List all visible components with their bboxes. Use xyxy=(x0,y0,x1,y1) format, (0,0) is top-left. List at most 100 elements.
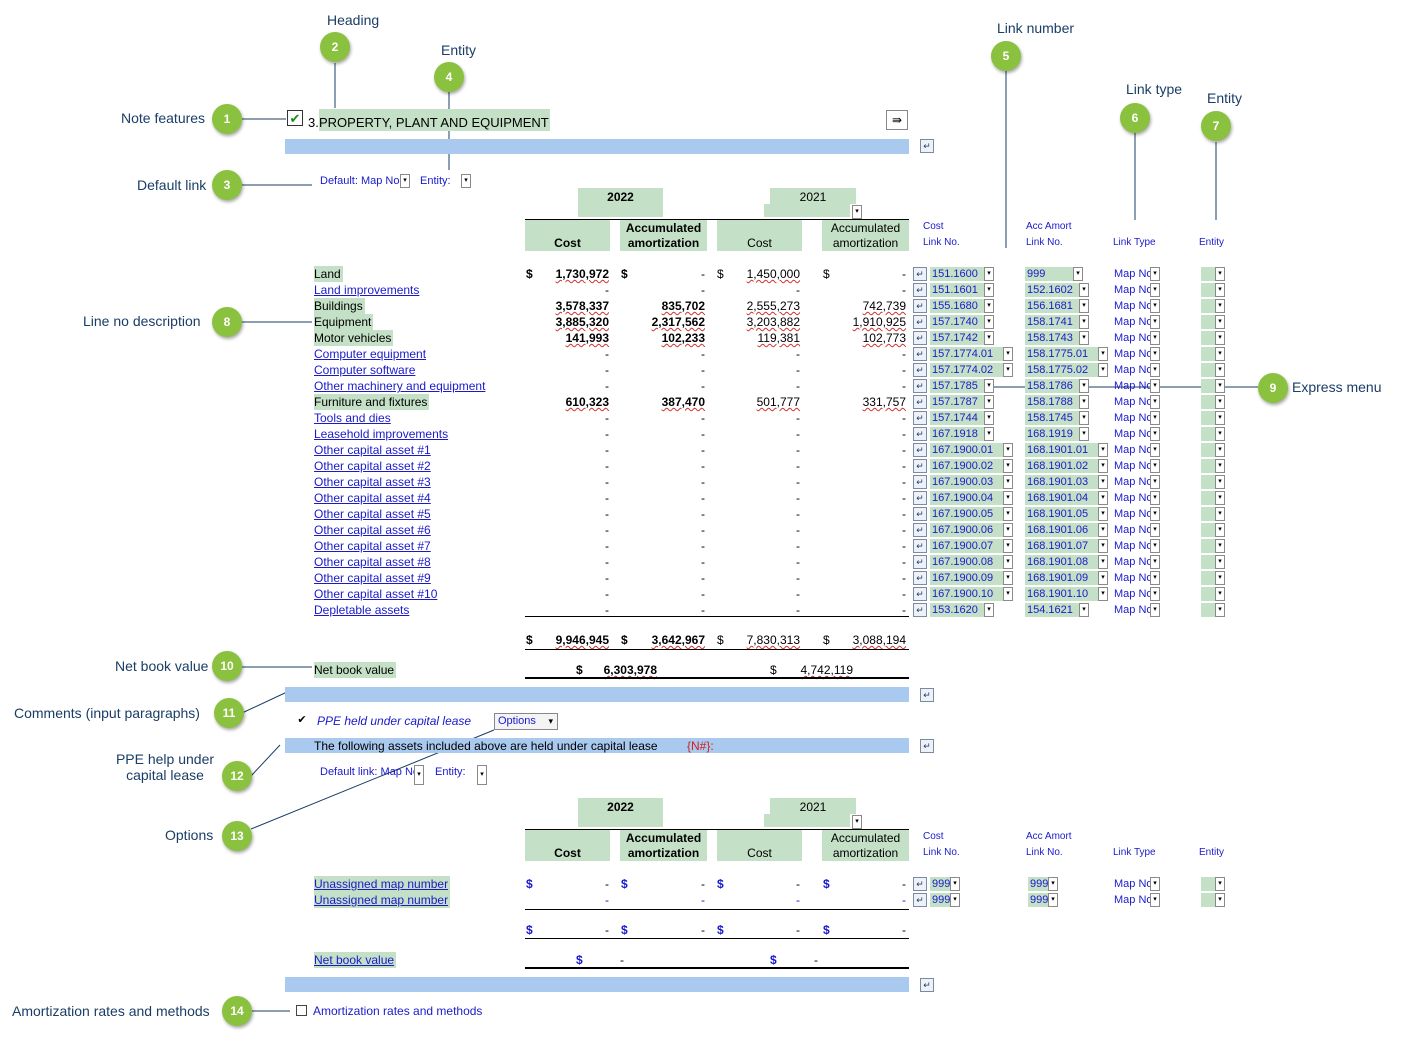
cost-link-dropdown[interactable]: 167.1900.10▾ xyxy=(930,587,1013,601)
cost-link-dropdown[interactable]: 167.1900.06▾ xyxy=(930,523,1013,537)
link-button[interactable]: ↵ xyxy=(913,555,927,569)
acc-link-dropdown[interactable]: 158.1775.02▾ xyxy=(1025,363,1108,377)
entity-dropdown[interactable]: ▾ xyxy=(1201,299,1225,313)
entity-dropdown[interactable]: ▾ xyxy=(1201,571,1225,585)
link-button[interactable]: ↵ xyxy=(913,571,927,585)
link-button[interactable]: ↵ xyxy=(913,283,927,297)
amount-cell[interactable]: - xyxy=(701,347,705,361)
link-type-dropdown[interactable]: Map No▾ xyxy=(1112,877,1160,891)
amount-cell[interactable]: - xyxy=(796,411,800,425)
amount-cell[interactable]: 1,730,972 xyxy=(555,267,609,281)
link-type-dropdown[interactable]: Map No▾ xyxy=(1112,267,1160,281)
acc-link-dropdown[interactable]: 158.1775.01▾ xyxy=(1025,347,1108,361)
amount-cell[interactable]: - xyxy=(605,347,609,361)
entity-dropdown[interactable]: ▾ xyxy=(1201,877,1225,891)
line-description[interactable]: Other capital asset #5 xyxy=(314,507,431,521)
line-description[interactable]: Other capital asset #4 xyxy=(314,491,431,505)
amount-cell[interactable]: - xyxy=(902,555,906,569)
amount-cell[interactable]: - xyxy=(902,427,906,441)
acc-link-dropdown[interactable]: 999▾ xyxy=(1028,877,1058,891)
amount-cell[interactable]: 2,317,562 xyxy=(651,315,705,329)
link-button[interactable]: ↵ xyxy=(920,978,934,992)
cost-link-dropdown[interactable]: 155.1680▾ xyxy=(930,299,994,313)
link-button[interactable]: ↵ xyxy=(913,267,927,281)
link-type-dropdown[interactable]: Map No▾ xyxy=(1112,475,1160,489)
amount-cell[interactable]: - xyxy=(605,427,609,441)
amount-cell[interactable]: - xyxy=(701,427,705,441)
entity-dropdown[interactable]: ▾ xyxy=(1201,331,1225,345)
amount-cell[interactable]: - xyxy=(701,587,705,601)
amount-cell[interactable]: 387,470 xyxy=(661,395,705,409)
cost-link-dropdown[interactable]: 167.1900.09▾ xyxy=(930,571,1013,585)
cost-link-dropdown[interactable]: 167.1900.03▾ xyxy=(930,475,1013,489)
acc-link-dropdown[interactable]: 168.1919▾ xyxy=(1025,427,1089,441)
entity-dropdown[interactable]: ▾ xyxy=(1201,555,1225,569)
cost-link-dropdown[interactable]: 167.1900.01▾ xyxy=(930,443,1013,457)
amount-cell[interactable]: - xyxy=(796,443,800,457)
amount-cell[interactable]: - xyxy=(701,411,705,425)
cost-link-dropdown[interactable]: 167.1900.05▾ xyxy=(930,507,1013,521)
cost-link-dropdown[interactable]: 157.1740▾ xyxy=(930,315,994,329)
line-description[interactable]: Tools and dies xyxy=(314,411,391,425)
amount-cell[interactable]: - xyxy=(701,523,705,537)
amount-cell[interactable]: - xyxy=(701,571,705,585)
amount-cell[interactable]: - xyxy=(605,539,609,553)
acc-link-dropdown[interactable]: 999▾ xyxy=(1025,267,1083,281)
link-type-dropdown[interactable]: Map No▾ xyxy=(1112,427,1160,441)
express-icon[interactable]: ⇛ xyxy=(886,110,908,130)
link-type-dropdown[interactable]: Map No▾ xyxy=(1112,395,1160,409)
link-button[interactable]: ↵ xyxy=(920,688,934,702)
entity-dropdown[interactable]: ▾ xyxy=(1201,315,1225,329)
acc-link-dropdown[interactable]: 168.1901.01▾ xyxy=(1025,443,1108,457)
acc-link-dropdown[interactable]: 168.1901.09▾ xyxy=(1025,571,1108,585)
link-type-dropdown[interactable]: Map No▾ xyxy=(1112,893,1160,907)
amount-cell[interactable]: - xyxy=(902,603,906,617)
cost-link-dropdown[interactable]: 157.1742▾ xyxy=(930,331,994,345)
lease-line-description[interactable]: Unassigned map number xyxy=(314,876,451,892)
link-type-dropdown[interactable]: Map No▾ xyxy=(1112,491,1160,505)
link-type-dropdown[interactable]: Map No▾ xyxy=(1112,587,1160,601)
line-description[interactable]: Other capital asset #3 xyxy=(314,475,431,489)
line-description[interactable]: Other capital asset #10 xyxy=(314,587,438,601)
cost-link-dropdown[interactable]: 167.1900.08▾ xyxy=(930,555,1013,569)
amount-cell[interactable]: - xyxy=(902,443,906,457)
amount-cell[interactable]: - xyxy=(605,411,609,425)
cost-link-dropdown[interactable]: 157.1785▾ xyxy=(930,379,994,393)
amount-cell[interactable]: - xyxy=(796,587,800,601)
amount-cell[interactable]: - xyxy=(605,603,609,617)
link-type-dropdown[interactable]: Map No▾ xyxy=(1112,539,1160,553)
amount-cell[interactable]: - xyxy=(701,459,705,473)
link-button[interactable]: ↵ xyxy=(913,411,927,425)
amount-cell[interactable]: - xyxy=(701,363,705,377)
options-button[interactable]: Options▾ xyxy=(494,713,558,730)
link-button[interactable]: ↵ xyxy=(913,363,927,377)
link-type-dropdown[interactable]: Map No▾ xyxy=(1112,299,1160,313)
amount-cell[interactable]: - xyxy=(902,877,906,891)
amount-cell[interactable]: - xyxy=(902,267,906,281)
entity-dropdown[interactable]: ▾ xyxy=(1201,475,1225,489)
link-type-dropdown[interactable]: Map No▾ xyxy=(1112,507,1160,521)
amount-cell[interactable]: 119,381 xyxy=(757,331,801,345)
amount-cell[interactable]: - xyxy=(796,475,800,489)
link-type-dropdown[interactable]: Map No▾ xyxy=(1112,571,1160,585)
amount-cell[interactable]: - xyxy=(605,459,609,473)
line-description[interactable]: Other capital asset #8 xyxy=(314,555,431,569)
link-button[interactable]: ↵ xyxy=(913,523,927,537)
link-button[interactable]: ↵ xyxy=(913,893,927,907)
amount-cell[interactable]: 835,702 xyxy=(661,299,705,313)
amount-cell[interactable]: - xyxy=(701,539,705,553)
amount-cell[interactable]: - xyxy=(902,363,906,377)
link-type-dropdown[interactable]: Map No▾ xyxy=(1112,443,1160,457)
amount-cell[interactable]: 742,739 xyxy=(862,299,906,313)
link-type-dropdown[interactable]: Map No▾ xyxy=(1112,331,1160,345)
link-type-dropdown[interactable]: Map No▾ xyxy=(1112,283,1160,297)
amount-cell[interactable]: - xyxy=(701,877,705,891)
cost-link-dropdown[interactable]: 999▾ xyxy=(930,893,960,907)
cost-link-dropdown[interactable]: 153.1620▾ xyxy=(930,603,994,617)
entity-dropdown[interactable]: ▾ xyxy=(1201,379,1225,393)
amount-cell[interactable]: - xyxy=(605,443,609,457)
acc-link-dropdown[interactable]: 154.1621▾ xyxy=(1025,603,1089,617)
amount-cell[interactable]: - xyxy=(902,379,906,393)
amount-cell[interactable]: - xyxy=(902,411,906,425)
amount-cell[interactable]: 3,203,882 xyxy=(746,315,800,329)
